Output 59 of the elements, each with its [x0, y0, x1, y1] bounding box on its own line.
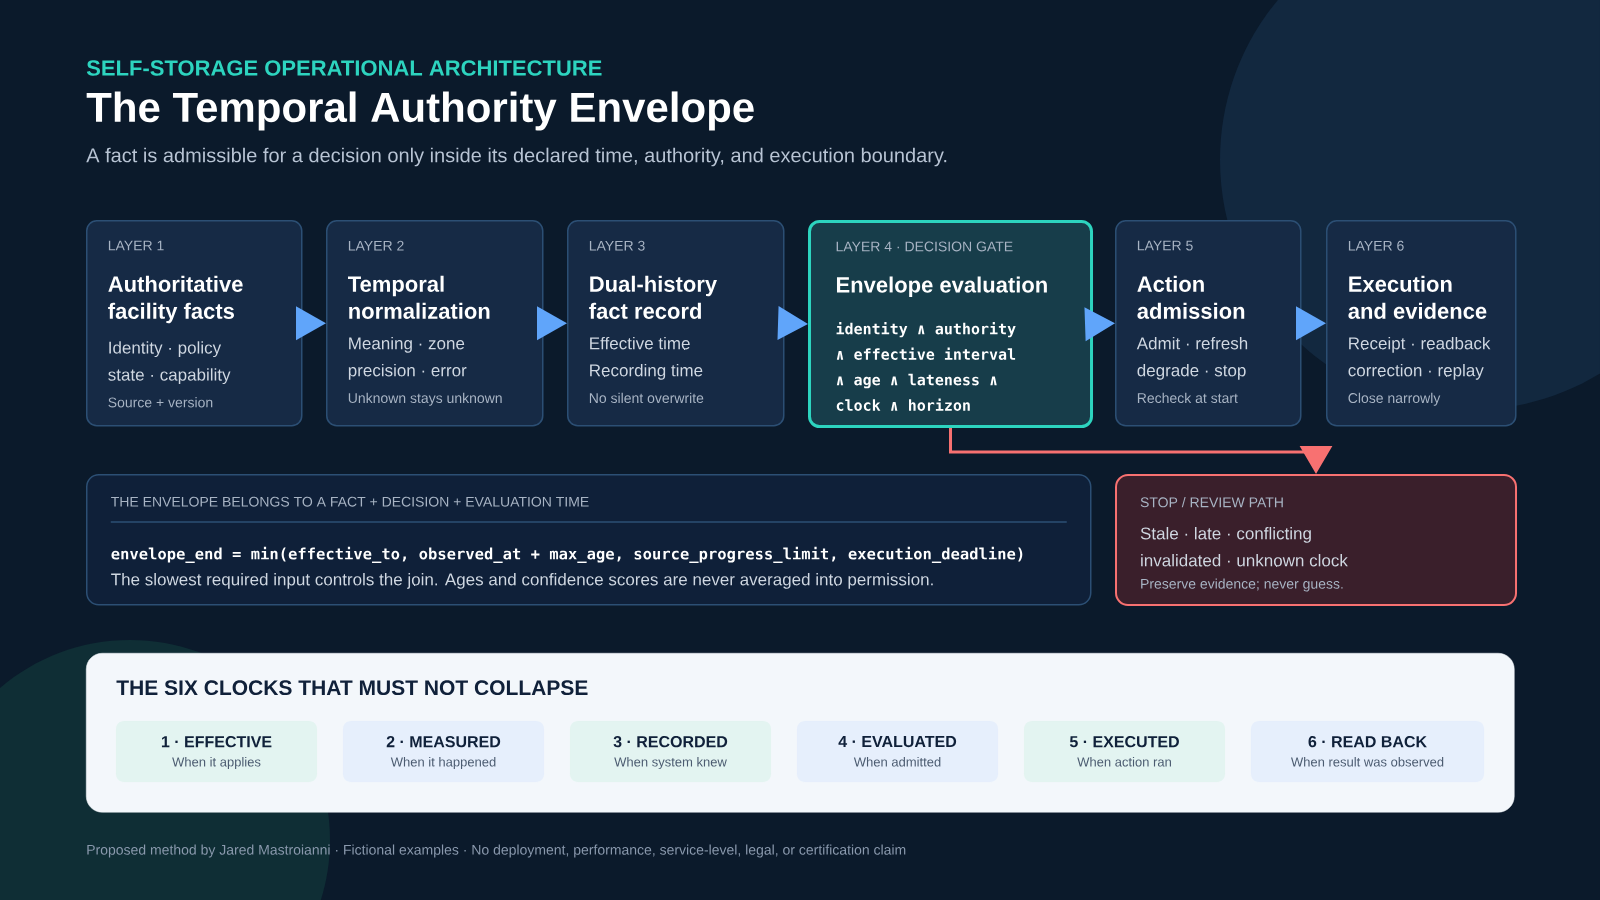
layer-body: Effective time Recording time — [590, 336, 703, 380]
clock-description: When result was observed — [1291, 757, 1444, 767]
layer-label: LAYER 3 — [589, 240, 645, 251]
stop-note: Preserve evidence; never guess. — [1141, 578, 1343, 592]
layer-title: Authoritative facility facts — [108, 275, 243, 324]
layer-note: Unknown stays unknown — [348, 392, 502, 406]
layer-label: LAYER 2 — [348, 240, 404, 251]
clock-description: When it applies — [172, 757, 261, 770]
layer-title: Execution and evidence — [1348, 275, 1487, 319]
layer-box — [326, 220, 544, 427]
layer-body: Admit · refresh degrade · stop — [1136, 336, 1248, 380]
layer-title: Temporal normalization — [348, 275, 490, 319]
section-heading: THE ENVELOPE BELONGS TO A FACT + DECISION + EVALUATION TIME — [111, 496, 589, 507]
note-text: The slowest required input controls the join. Ages and confidence scores are never averaged into permission. — [111, 573, 933, 589]
layer-note: Source + version — [108, 397, 213, 408]
clock-name: 1 · EFFECTIVE — [161, 736, 272, 748]
clock-description: When it happened — [390, 757, 496, 770]
layer-label: LAYER 1 — [108, 240, 164, 251]
clock-name: 4 · EVALUATED — [838, 736, 957, 748]
layer-title: Dual-history fact record — [589, 275, 717, 319]
clock-description: When system knew — [614, 757, 727, 770]
footnote: Proposed method by Jared Mastroianni · Fictional examples · No deployment, performance, service-level, legal, or certification claim — [87, 844, 906, 858]
section-heading: STOP / REVIEW PATH — [1140, 497, 1283, 508]
clock-name: 6 · READ BACK — [1308, 736, 1427, 748]
layer-title: Action admission — [1137, 275, 1245, 319]
kicker-text: SELF-STORAGE OPERATIONAL ARCHITECTURE — [86, 60, 602, 76]
clock-name: 5 · EXECUTED — [1069, 736, 1179, 748]
layer-label: LAYER 6 — [1348, 240, 1404, 251]
layer-body: Receipt · readback correction · replay — [1348, 336, 1491, 380]
layer-note: Close narrowly — [1348, 392, 1441, 406]
formula-code: envelope_end = min(effective_to, observed_at + max_age, source_progress_limit, execution_deadline) — [111, 546, 1023, 563]
layer-note: No silent overwrite — [589, 392, 704, 404]
layer-label: LAYER 5 — [1137, 240, 1193, 251]
layer-note: Recheck at start — [1137, 392, 1238, 404]
stop-conditions: Stale · late · conflicting invalidated · unknown clock — [1140, 527, 1348, 567]
decision-gate-box — [808, 220, 1093, 428]
layer-label: LAYER 4 · DECISION GATE — [836, 241, 1013, 252]
layer-box — [1115, 220, 1302, 427]
clock-description: When admitted — [853, 757, 941, 767]
layer-body: Meaning · zone precision · error — [348, 336, 467, 380]
subtitle: A fact is admissible for a decision only inside its declared time, authority, and execution boundary. — [86, 147, 947, 167]
layer-body: Identity · policy state · capability — [108, 341, 231, 385]
layer-box — [86, 220, 303, 427]
layer-title: Envelope evaluation — [837, 276, 1047, 297]
envelope-box — [86, 474, 1092, 606]
stop-review-box — [1115, 474, 1517, 606]
layer-box — [567, 220, 785, 427]
condition-code: identity ∧ authority ∧ effective interval ∧ age ∧ lateness ∧ clock ∧ horizon — [836, 322, 1016, 411]
clock-name: 3 · RECORDED — [613, 736, 728, 748]
arrow — [1084, 307, 1115, 342]
arrow — [1296, 306, 1326, 341]
arrow — [296, 306, 326, 341]
arrow — [777, 306, 808, 341]
arrow — [537, 306, 567, 341]
clock-name: 2 · MEASURED — [386, 736, 501, 748]
clock-description: When action ran — [1077, 757, 1171, 767]
layer-box — [1326, 220, 1517, 427]
panel-title: THE SIX CLOCKS THAT MUST NOT COLLAPSE — [116, 680, 588, 696]
title: The Temporal Authority Envelope — [86, 91, 754, 131]
